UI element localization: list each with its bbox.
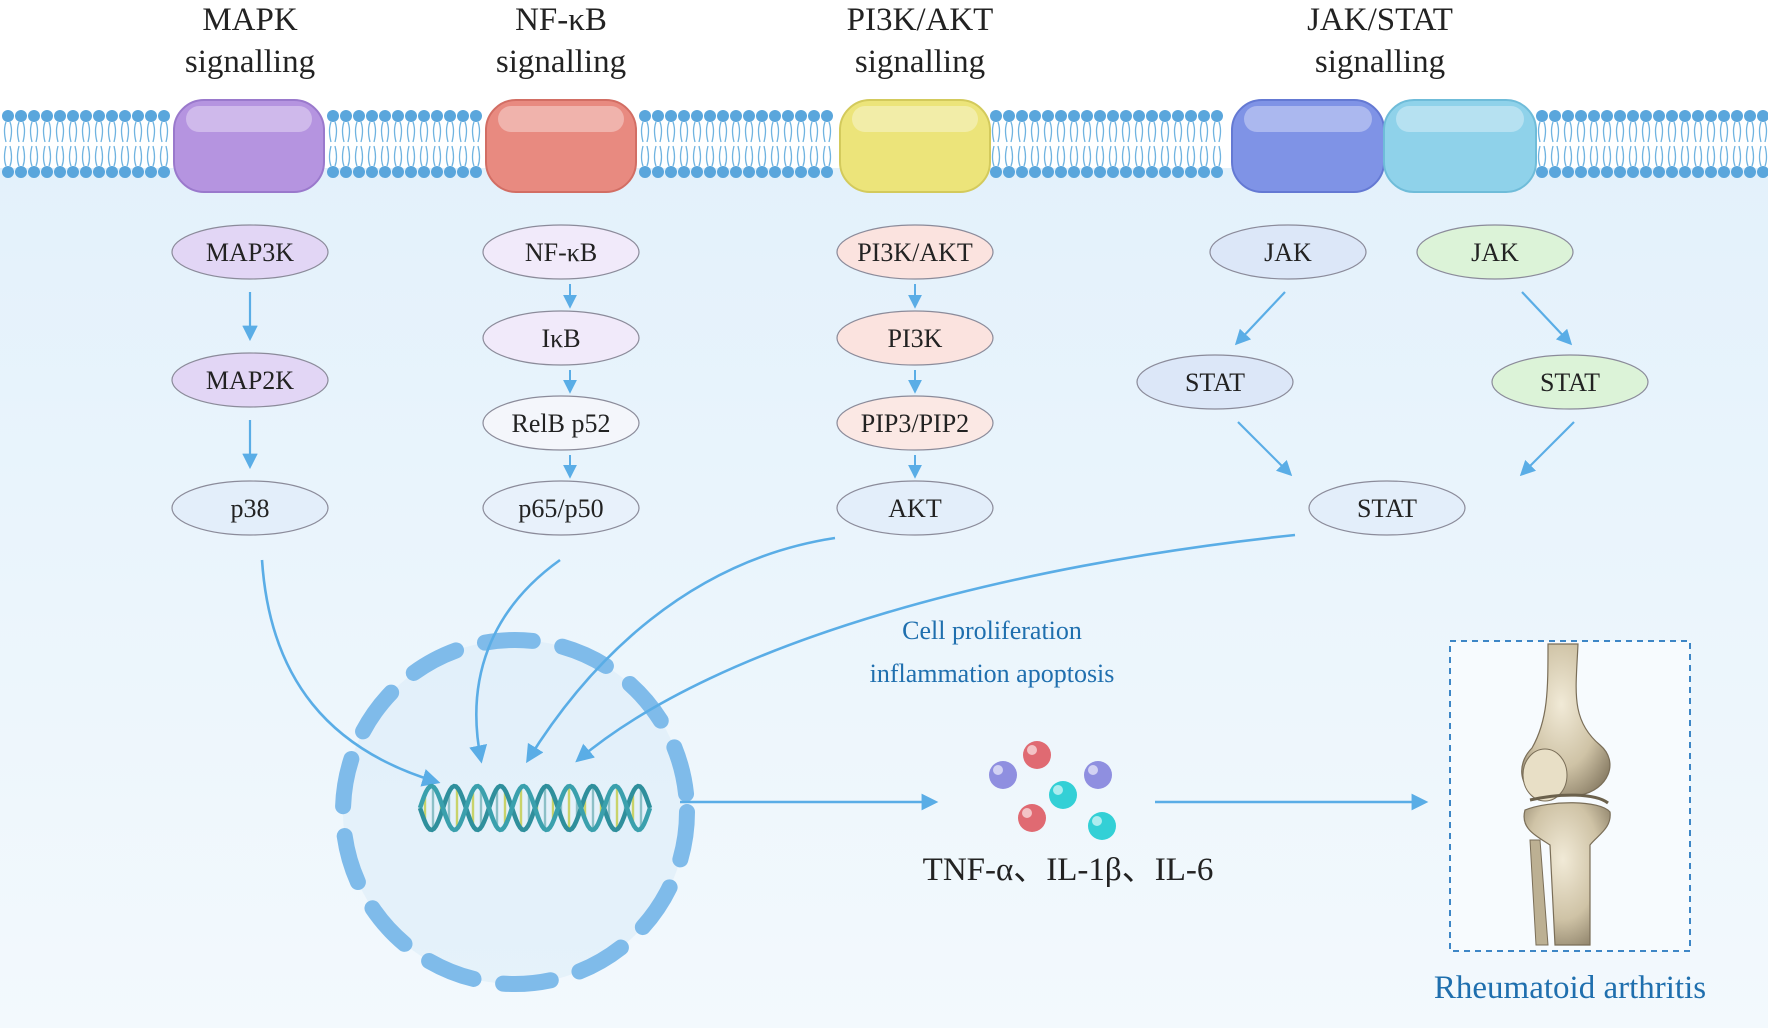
node-ikb (482, 310, 640, 366)
node-stat-left (1136, 354, 1294, 410)
receptor-mapk (173, 99, 325, 193)
title-jakstat-1: JAK/STAT (1307, 2, 1453, 38)
receptor-pi3k (839, 99, 991, 193)
node-jak-left (1209, 224, 1367, 280)
node-ikb-label: IκB (541, 324, 580, 353)
node-stat-right (1491, 354, 1649, 410)
title-nfkb-2: signalling (496, 44, 626, 80)
title-mapk-2: signalling (185, 44, 315, 80)
cell-membrane (2, 110, 1768, 178)
jakstat-cascade: JAK JAK STAT STAT STAT (1136, 224, 1649, 536)
node-akt (836, 480, 994, 536)
cytokines-label: TNF-α、IL-1β、IL-6 (923, 852, 1214, 888)
pathway-titles: MAPK signalling NF-κB signalling PI3K/AK… (185, 2, 1453, 80)
node-stat-bottom (1308, 480, 1466, 536)
node-map2k (171, 352, 329, 408)
node-p65-label: p65/p50 (518, 494, 603, 523)
pi3k-cascade: PI3K/AKT PI3K PIP3/PIP2 AKT (836, 224, 994, 536)
title-pi3k-1: PI3K/AKT (847, 2, 994, 38)
receptor-stat (1383, 99, 1537, 193)
receptors (173, 99, 1537, 193)
receptor-nfkb (485, 99, 637, 193)
effects-label-1: Cell proliferation (902, 616, 1082, 645)
node-map3k (171, 224, 329, 280)
node-stat-bottom-label: STAT (1357, 494, 1417, 523)
node-relb (482, 395, 640, 451)
node-pi3kakt-label: PI3K/AKT (857, 238, 973, 267)
node-p38-label: p38 (231, 494, 270, 523)
signal-arrows (260, 533, 1296, 787)
node-nfkb (482, 224, 640, 280)
knee-joint-image (1521, 643, 1611, 946)
title-mapk-1: MAPK (202, 2, 298, 38)
node-stat-right-label: STAT (1540, 368, 1600, 397)
node-relb-label: RelB p52 (512, 409, 611, 438)
node-pip3 (836, 395, 994, 451)
node-jak-right-label: JAK (1471, 238, 1519, 267)
node-jak-left-label: JAK (1264, 238, 1312, 267)
node-nfkb-label: NF-κB (525, 238, 597, 267)
dna-icon (417, 783, 653, 833)
title-nfkb-1: NF-κB (515, 2, 607, 38)
node-pi3kakt (836, 224, 994, 280)
nucleus-membrane (335, 632, 695, 992)
node-akt-label: AKT (888, 494, 942, 523)
node-pi3k (836, 310, 994, 366)
cytokine-spheres (989, 741, 1116, 840)
node-p38 (171, 480, 329, 536)
effects-label-2: inflammation apoptosis (870, 659, 1115, 688)
disease-label: Rheumatoid arthritis (1434, 970, 1706, 1006)
node-map2k-label: MAP2K (206, 366, 294, 395)
node-jak-right (1416, 224, 1574, 280)
title-pi3k-2: signalling (855, 44, 985, 80)
mapk-cascade: MAP3K MAP2K p38 (171, 224, 329, 536)
node-pi3k-label: PI3K (888, 324, 943, 353)
node-stat-left-label: STAT (1185, 368, 1245, 397)
node-map3k-label: MAP3K (206, 238, 294, 267)
node-pip3-label: PIP3/PIP2 (861, 409, 969, 438)
title-jakstat-2: signalling (1315, 44, 1445, 80)
nfkb-cascade: NF-κB IκB RelB p52 p65/p50 (482, 224, 640, 536)
node-p65 (482, 480, 640, 536)
